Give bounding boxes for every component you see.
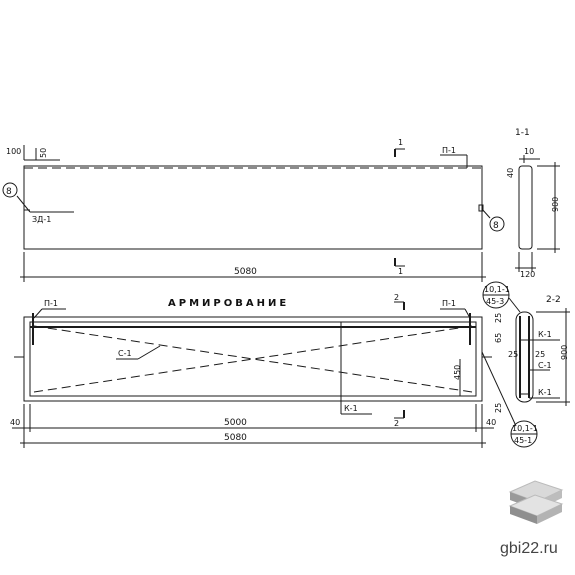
callout-bottom-a: 10,1-1	[512, 424, 538, 433]
reinforcement-view: АРМИРОВАНИЕ П-1 П-1 2 2 С-1 К-1	[10, 293, 517, 448]
section-mark-bottom: 1	[398, 267, 403, 276]
loop-label: П-1	[442, 146, 456, 155]
length-dim: 5080	[234, 267, 257, 277]
panel-outline	[23, 165, 483, 250]
dim-10: 10	[524, 147, 534, 156]
dim-25-b: 25	[508, 350, 518, 359]
logo-slab-mid-front	[537, 504, 562, 524]
marker-8-left-label: 8	[6, 187, 12, 197]
dim-25-c: 25	[535, 350, 545, 359]
mesh-2-2: С-1	[538, 361, 552, 370]
height-dim-2-2: 900	[560, 345, 569, 360]
callout-top-a: 10,1-1	[484, 285, 510, 294]
marker-8-left	[2, 182, 18, 198]
embed-plate	[478, 204, 484, 212]
mesh-outline	[29, 321, 477, 397]
section-1-1-title: 1-1	[515, 128, 530, 138]
callout-top-b: 45-3	[486, 297, 504, 306]
dim-25-d: 25	[494, 403, 503, 413]
height-dim: 900	[551, 197, 560, 212]
diagonal-bar	[33, 325, 473, 393]
dim-65: 65	[494, 333, 503, 343]
leader	[481, 351, 517, 427]
dim-40: 40	[506, 168, 515, 178]
marker-8-right	[489, 216, 505, 232]
leader	[508, 297, 521, 313]
dim-450: 450	[453, 365, 462, 380]
section-2-2-outline	[515, 311, 534, 403]
callout-bottom-b: 45-1	[514, 436, 532, 445]
dim-5080: 5080	[224, 433, 247, 443]
watermark-text: gbi22.ru	[500, 540, 558, 557]
section-mark-top: 1	[398, 138, 403, 147]
section-2-2: 2-2 10,1-1 45-3 25 65 25 25 25 К-1 С-1 К…	[482, 281, 570, 448]
section-mark-bottom: 2	[394, 419, 399, 428]
leader	[33, 308, 43, 319]
frame-top: К-1	[538, 330, 552, 339]
dim-25-a: 25	[494, 313, 503, 323]
leader	[464, 308, 471, 319]
frame-bottom: К-1	[538, 388, 552, 397]
loop-right-label: П-1	[442, 299, 456, 308]
logo-slab-mid-side	[510, 506, 537, 524]
dim-40-left: 40	[10, 418, 20, 427]
leader	[137, 345, 161, 360]
section-1-1: 1-1 10 40 900 120	[506, 128, 560, 279]
diagonal-bar	[33, 325, 473, 393]
width-dim: 120	[520, 270, 535, 279]
marker-8-right-label: 8	[493, 221, 499, 231]
dim-100: 100	[6, 147, 21, 156]
reinforcement-title: АРМИРОВАНИЕ	[168, 298, 289, 309]
embed-label: ЗД-1	[32, 215, 51, 224]
frame-label: К-1	[344, 404, 358, 413]
dim-5000: 5000	[224, 418, 247, 428]
leader	[16, 195, 31, 213]
section-1-1-outline	[518, 165, 533, 250]
watermark-logo	[508, 480, 564, 524]
section-2-2-title: 2-2	[546, 295, 561, 305]
dim-40-right: 40	[486, 418, 496, 427]
loop-left-label: П-1	[44, 299, 58, 308]
mesh-label: С-1	[118, 349, 132, 358]
reinforcement-outline	[23, 316, 483, 402]
section-mark-top: 2	[394, 293, 399, 302]
elevation-view: 100 50 8 ЗД-1 8 1 1 П-1 5080	[2, 138, 505, 282]
dim-50: 50	[39, 148, 48, 158]
